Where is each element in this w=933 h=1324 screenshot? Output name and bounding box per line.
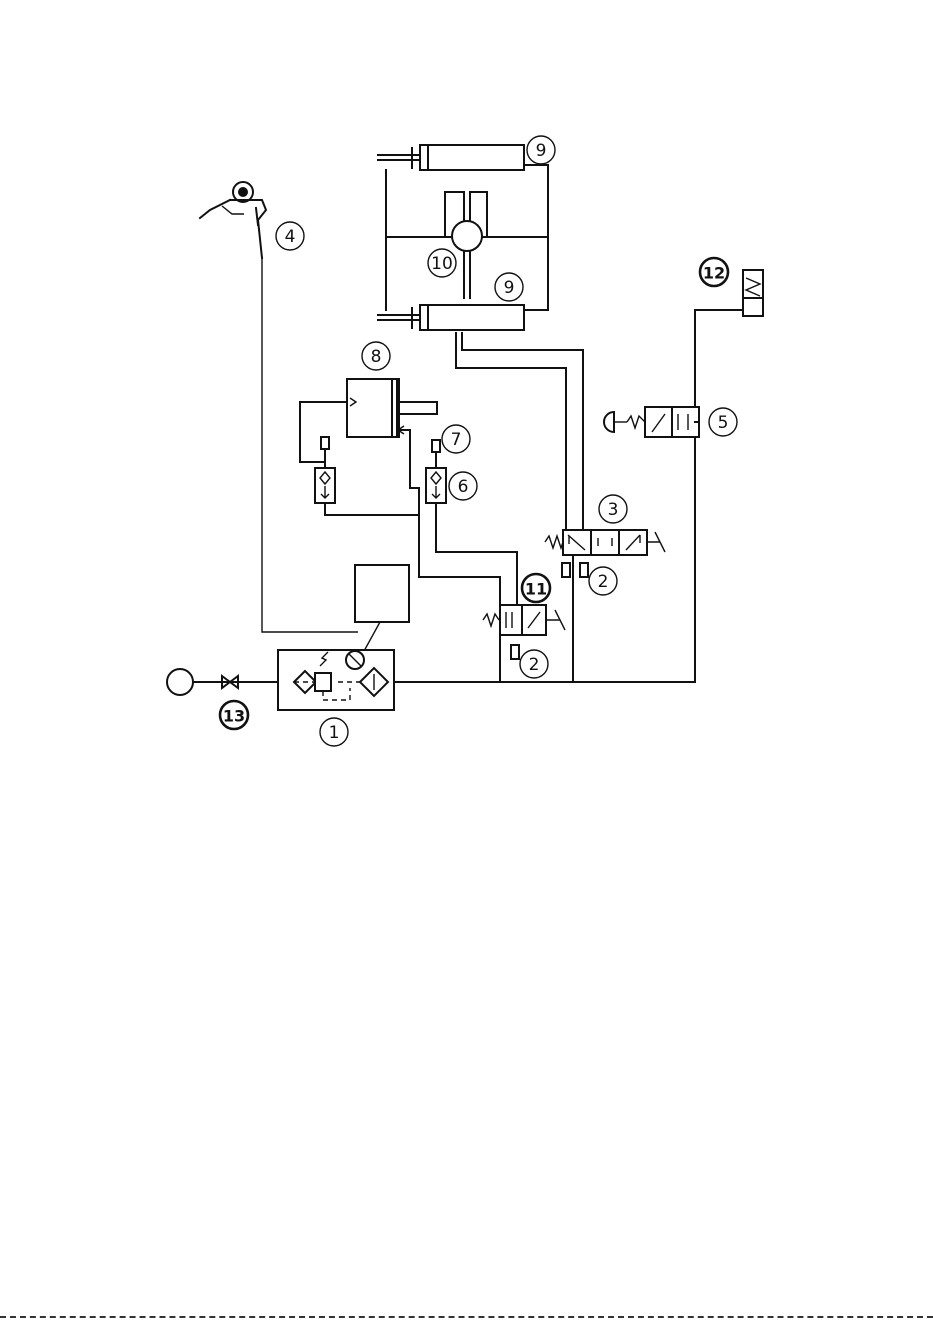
- label-10: 10: [428, 249, 456, 277]
- label-4: 4: [276, 222, 304, 250]
- label-11: 11: [522, 574, 550, 602]
- svg-text:9: 9: [504, 278, 515, 298]
- svg-text:8: 8: [371, 347, 382, 367]
- frl-unit: [278, 650, 394, 710]
- label-2a: 2: [520, 650, 548, 678]
- label-9a: 9: [527, 136, 555, 164]
- svg-text:12: 12: [703, 264, 725, 283]
- spray-gun-icon: [200, 182, 266, 258]
- spring-cylinder: [743, 270, 763, 316]
- label-9b: 9: [495, 273, 523, 301]
- footer-rule: [0, 1316, 933, 1318]
- cylinder-8: [347, 379, 437, 437]
- svg-text:1: 1: [329, 723, 340, 743]
- svg-text:4: 4: [285, 227, 296, 247]
- label-13: 13: [220, 701, 248, 729]
- svg-text:2: 2: [529, 655, 540, 675]
- cylinder-bottom: [378, 305, 548, 330]
- svg-text:6: 6: [458, 477, 469, 497]
- label-8: 8: [362, 342, 390, 370]
- label-5: 5: [709, 408, 737, 436]
- svg-text:9: 9: [536, 141, 547, 161]
- flow-control-right: [426, 440, 446, 503]
- press-frame: [386, 192, 548, 298]
- label-7: 7: [442, 425, 470, 453]
- label-3: 3: [599, 495, 627, 523]
- label-12: 12: [700, 258, 728, 286]
- svg-text:10: 10: [431, 254, 453, 274]
- label-2b: 2: [589, 567, 617, 595]
- svg-text:2: 2: [598, 572, 609, 592]
- svg-text:7: 7: [451, 430, 462, 450]
- air-tank: [355, 565, 409, 622]
- svg-text:5: 5: [718, 413, 729, 433]
- svg-text:3: 3: [608, 500, 619, 520]
- label-1: 1: [320, 718, 348, 746]
- valve-11: [483, 605, 565, 659]
- label-6: 6: [449, 472, 477, 500]
- flow-control-left: [315, 437, 335, 503]
- valve-5: [604, 407, 699, 437]
- svg-text:13: 13: [223, 707, 245, 726]
- svg-text:11: 11: [525, 580, 547, 599]
